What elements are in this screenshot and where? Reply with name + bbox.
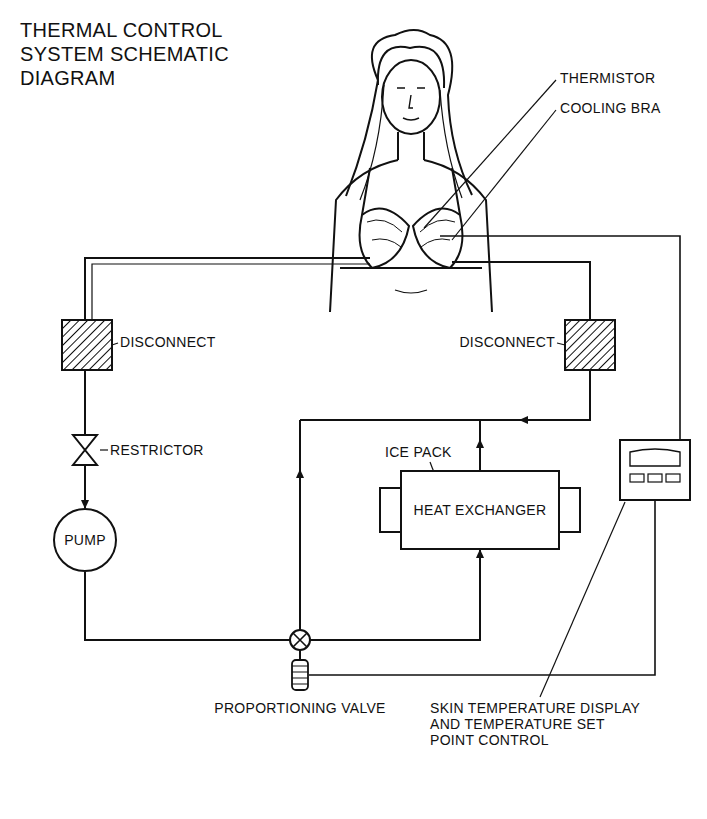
part-label: ICE PACK	[385, 444, 465, 460]
part-label: RESTRICTOR	[110, 442, 220, 458]
node-label: HEAT EXCHANGER	[414, 502, 547, 518]
coolant-line	[85, 550, 480, 640]
part-label: THERMISTOR	[560, 70, 700, 86]
node-label: PUMP	[64, 532, 106, 548]
coolant-tubing	[85, 258, 590, 630]
node-text: HEAT EXCHANGER	[410, 498, 551, 522]
proportioning-valve	[290, 630, 310, 690]
diagram-title: THERMAL CONTROL SYSTEM SCHEMATIC DIAGRAM	[20, 18, 260, 90]
process-box: HEAT EXCHANGER	[400, 470, 560, 550]
woman-figure	[330, 30, 492, 312]
part-label: PROPORTIONING VALVE	[200, 700, 400, 716]
disconnect-fitting	[62, 320, 615, 370]
part-label: COOLING BRA	[560, 100, 700, 116]
leader-lines	[100, 80, 625, 697]
part-label: SKIN TEMPERATURE DISPLAY AND TEMPERATURE…	[430, 700, 650, 748]
pump-circle: PUMP	[53, 508, 117, 572]
part-label: DISCONNECT	[445, 334, 555, 350]
part-label: DISCONNECT	[120, 334, 230, 350]
restrictor-symbol	[73, 435, 97, 465]
node-text: PUMP	[60, 528, 110, 552]
temperature-display	[620, 440, 690, 500]
